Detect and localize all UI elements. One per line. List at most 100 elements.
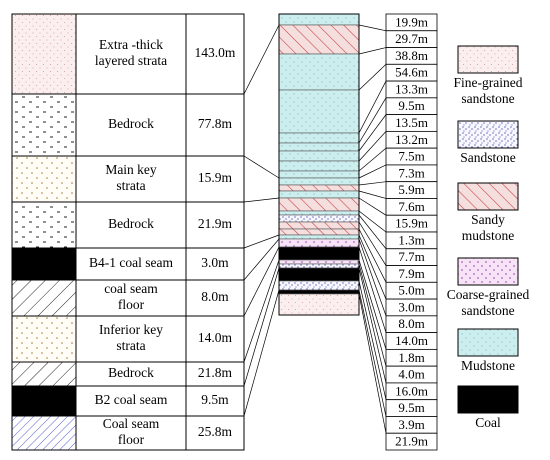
connector-line	[243, 246, 280, 317]
layer-thickness-label: 1.8m	[398, 350, 424, 365]
strata-name-label: strata	[116, 178, 145, 193]
connector-line	[243, 155, 280, 179]
column-layer	[278, 267, 360, 282]
legend: Fine-grainedsandstoneSandstoneSandymudst…	[447, 45, 530, 430]
column-layer	[278, 24, 360, 55]
column-outline	[278, 13, 360, 316]
legend-label: Sandstone	[460, 150, 516, 165]
strata-name-label: Bedrock	[108, 116, 154, 131]
connector-line	[358, 246, 387, 333]
layer-thickness-label: 13.3m	[395, 81, 428, 96]
connector-line	[243, 24, 280, 95]
strata-thickness-cell	[185, 385, 245, 417]
legend-swatch	[457, 257, 519, 286]
strata-swatch	[11, 279, 77, 317]
legend-label: Coal	[475, 415, 501, 430]
stratigraphic-column	[278, 13, 360, 316]
connector-line	[358, 114, 387, 152]
strata-name-cell	[75, 415, 187, 451]
strata-swatch	[11, 415, 77, 451]
column-layer	[278, 293, 360, 316]
layer-thickness-label: 15.9m	[395, 216, 428, 231]
legend-label: sandstone	[461, 303, 514, 318]
strata-thickness-label: 15.9m	[198, 170, 233, 185]
strata-thickness-label: 77.8m	[198, 116, 233, 131]
strata-thickness-label: 8.0m	[201, 289, 229, 304]
connector-line	[358, 259, 387, 350]
layer-thickness-label: 3.9m	[398, 417, 424, 432]
legend-swatch	[457, 45, 519, 74]
connector-line	[358, 293, 387, 434]
layer-thickness-label: 14.0m	[395, 333, 428, 348]
strata-thickness-label: 25.8m	[198, 424, 233, 439]
strata-swatch	[11, 247, 77, 281]
column-layer	[278, 177, 360, 186]
column-layer	[278, 210, 360, 216]
column-layer	[278, 280, 360, 291]
connector-line	[358, 289, 387, 417]
legend-swatch	[457, 385, 519, 414]
strata-swatch	[11, 201, 77, 249]
connector-line	[358, 181, 387, 186]
column-layer	[278, 263, 360, 269]
strata-name-cell	[75, 13, 187, 95]
strata-name-label: Coal seam	[103, 416, 160, 431]
layer-thickness-label: 4.0m	[398, 367, 424, 382]
column-layer	[278, 197, 360, 212]
strata-thickness-cell	[185, 155, 245, 203]
strata-swatch	[11, 155, 77, 203]
connector-line	[358, 234, 387, 300]
strata-thickness-label: 143.0m	[195, 45, 236, 60]
strata-thickness-cell	[185, 315, 245, 363]
strata-name-label: Main key	[105, 162, 157, 177]
column-layer	[278, 132, 360, 144]
layer-thickness-label: 7.6m	[398, 199, 424, 214]
connector-line	[358, 147, 387, 172]
column-layer	[278, 13, 360, 26]
layer-thickness-label: 21.9m	[395, 434, 428, 449]
strata-thickness-cell	[185, 201, 245, 249]
legend-label: Mudstone	[461, 358, 515, 373]
strata-swatch	[11, 361, 77, 387]
layer-thickness-label: 1.3m	[398, 232, 424, 247]
layer-thickness-label: 54.6m	[395, 65, 428, 80]
layer-thickness-label: 29.7m	[395, 31, 428, 46]
strata-thickness-label: 9.5m	[201, 392, 229, 407]
connector-line	[358, 221, 387, 266]
strata-thickness-cell	[185, 93, 245, 157]
connector-line	[358, 238, 387, 316]
strata-swatch	[11, 385, 77, 417]
column-thickness-labels: 19.9m29.7m38.8m54.6m13.3m9.5m13.5m13.2m7…	[385, 13, 438, 451]
connector-line	[358, 64, 387, 91]
strata-name-label: coal seam	[104, 281, 158, 296]
connector-line	[243, 234, 280, 249]
strata-thickness-cell	[185, 247, 245, 281]
strata-thickness-label: 21.9m	[198, 216, 233, 231]
connector-line	[358, 263, 387, 367]
legend-label: sandstone	[461, 91, 514, 106]
strata-name-label: B2 coal seam	[95, 392, 168, 407]
layer-thickness-label: 38.8m	[395, 48, 428, 63]
strata-swatch	[11, 93, 77, 157]
legend-label: Sandy	[471, 212, 505, 227]
column-layer	[278, 89, 360, 134]
connector-line	[358, 214, 387, 249]
column-layer	[278, 190, 360, 199]
connector-line	[358, 131, 387, 162]
layer-thickness-label: 7.9m	[398, 266, 424, 281]
connector-line	[358, 197, 387, 216]
column-layer	[278, 170, 360, 179]
connector-line	[358, 97, 387, 144]
connector-line	[358, 228, 387, 283]
legend-label: Coarse-grained	[447, 287, 530, 302]
connector-line	[358, 210, 387, 233]
strata-thickness-label: 3.0m	[201, 255, 229, 270]
column-layer	[278, 150, 360, 162]
layer-thickness-label: 5.9m	[398, 182, 424, 197]
connector-line	[358, 280, 387, 400]
layer-thickness-label: 3.0m	[398, 299, 424, 314]
strata-name-label: floor	[118, 432, 145, 447]
legend-swatch	[457, 182, 519, 211]
